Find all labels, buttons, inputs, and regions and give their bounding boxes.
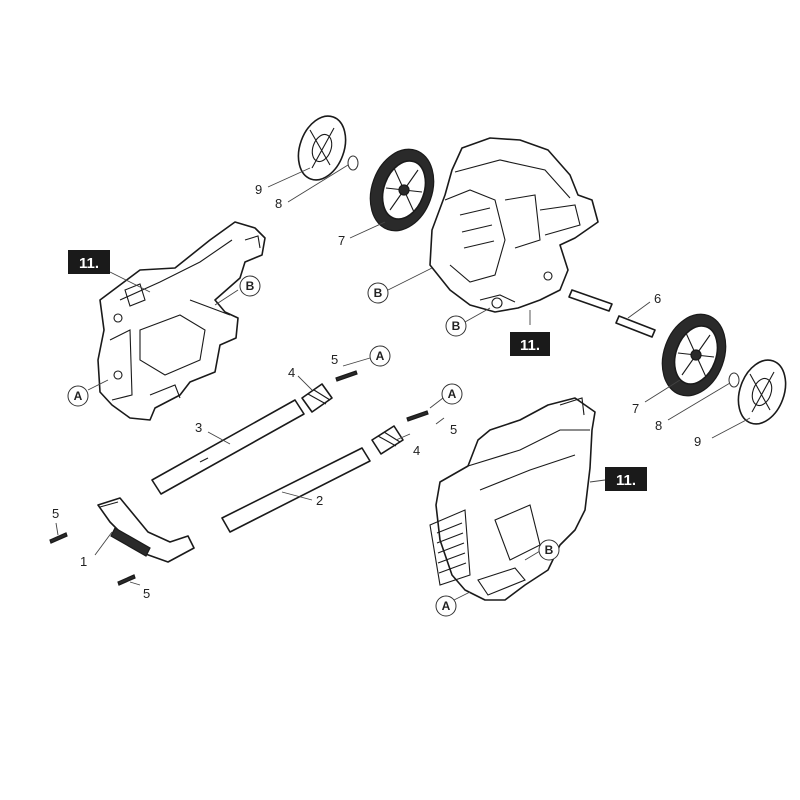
top-washer bbox=[347, 155, 359, 171]
svg-text:11.: 11. bbox=[520, 337, 540, 354]
top-hubcap bbox=[297, 115, 347, 181]
callout-5-upper: 5 bbox=[331, 352, 338, 367]
marker-a-right-housing: A bbox=[435, 595, 457, 617]
callout-3: 3 bbox=[195, 420, 202, 435]
marker-b-main-body-2: B bbox=[445, 315, 467, 337]
marker-b-left-housing: B bbox=[239, 275, 261, 297]
callout-7-top: 7 bbox=[338, 233, 345, 248]
assembly-label-right: 11. bbox=[605, 467, 647, 491]
svg-text:B: B bbox=[246, 279, 255, 293]
svg-text:B: B bbox=[452, 319, 461, 333]
leader-lines bbox=[55, 164, 751, 601]
connector-4-lower bbox=[371, 425, 404, 455]
callout-4-upper: 4 bbox=[288, 365, 295, 380]
callout-1: 1 bbox=[80, 554, 87, 569]
pin-5-lower bbox=[406, 410, 429, 422]
marker-b-right-housing: B bbox=[538, 539, 560, 561]
svg-text:A: A bbox=[74, 389, 83, 403]
callout-8-top: 8 bbox=[275, 196, 282, 211]
callout-9-top: 9 bbox=[255, 182, 262, 197]
right-hubcap bbox=[737, 359, 787, 425]
callout-6: 6 bbox=[654, 291, 661, 306]
pin-5-handle bbox=[49, 532, 68, 544]
right-wheel bbox=[661, 313, 727, 397]
svg-text:A: A bbox=[442, 599, 451, 613]
tube-3 bbox=[151, 399, 305, 495]
callout-9-right: 9 bbox=[694, 434, 701, 449]
assembly-label-middle: 11. bbox=[510, 332, 550, 356]
handle-1 bbox=[97, 497, 195, 563]
svg-text:A: A bbox=[448, 387, 457, 401]
svg-text:B: B bbox=[374, 286, 383, 300]
pin-5-bottom bbox=[117, 574, 136, 586]
top-wheel bbox=[369, 148, 435, 232]
svg-text:B: B bbox=[545, 543, 554, 557]
callout-8-right: 8 bbox=[655, 418, 662, 433]
axle-pins bbox=[568, 289, 656, 338]
callout-5-bottom: 5 bbox=[143, 586, 150, 601]
tube-2 bbox=[221, 447, 371, 533]
marker-b-main-body-1: B bbox=[367, 282, 389, 304]
marker-a-lower-pin: A bbox=[441, 383, 463, 405]
connector-4-upper bbox=[301, 383, 333, 413]
svg-text:A: A bbox=[376, 349, 385, 363]
marker-a-upper-pin: A bbox=[369, 345, 391, 367]
marker-a-left-housing: A bbox=[67, 385, 89, 407]
left-housing-half bbox=[97, 221, 266, 421]
main-body-frame bbox=[429, 137, 599, 313]
callout-5-lower: 5 bbox=[450, 422, 457, 437]
callout-7-right: 7 bbox=[632, 401, 639, 416]
assembly-label-top-left: 11. bbox=[68, 250, 110, 274]
svg-text:11.: 11. bbox=[616, 472, 636, 489]
pin-5-upper bbox=[335, 370, 358, 382]
callout-5-handle: 5 bbox=[52, 506, 59, 521]
right-washer bbox=[728, 372, 740, 388]
callout-4-lower: 4 bbox=[413, 443, 420, 458]
svg-text:11.: 11. bbox=[79, 255, 99, 272]
callout-2: 2 bbox=[316, 493, 323, 508]
